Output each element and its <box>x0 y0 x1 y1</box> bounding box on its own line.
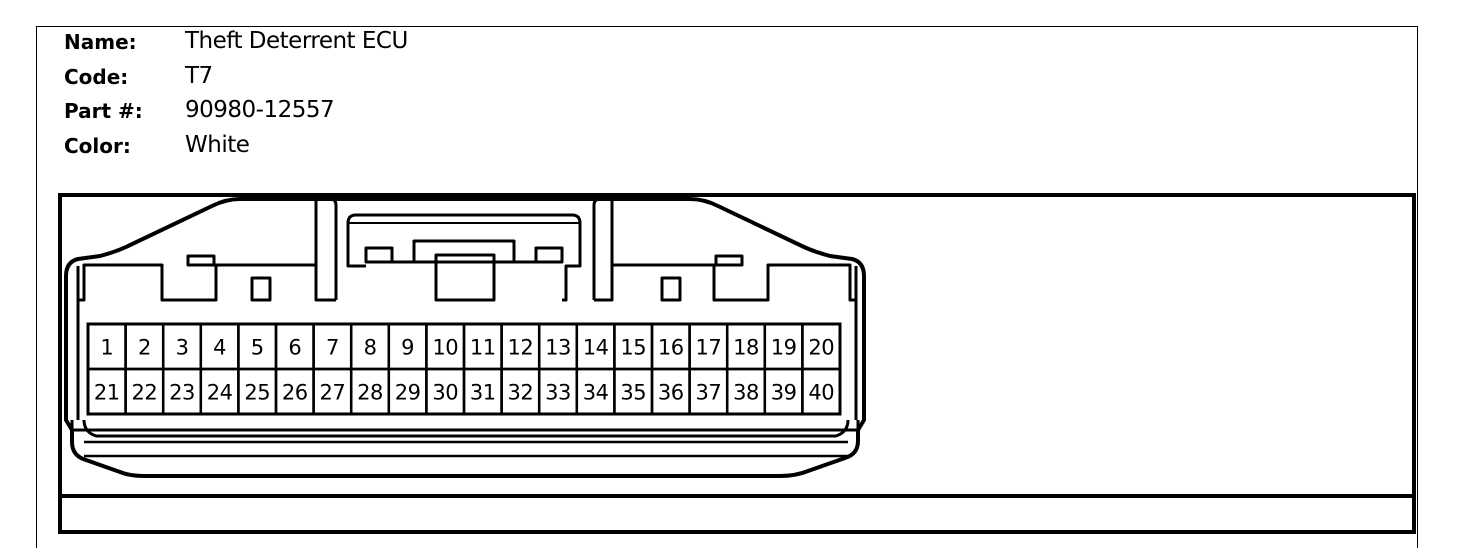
code-label: Code: <box>64 65 129 89</box>
pin-number: 29 <box>395 381 421 405</box>
pin-number: 30 <box>432 381 458 405</box>
diagram-box <box>58 193 1416 534</box>
part-value: 90980-12557 <box>185 97 335 123</box>
pin-number: 31 <box>470 381 496 405</box>
pin-number: 22 <box>132 381 158 405</box>
pin-number: 4 <box>213 336 226 360</box>
pin-number: 19 <box>771 336 797 360</box>
pin-number: 2 <box>138 336 151 360</box>
pin-number: 16 <box>658 336 684 360</box>
pin-number: 6 <box>288 336 301 360</box>
outer-frame <box>36 26 1418 548</box>
pin-number: 28 <box>357 381 383 405</box>
pin-number: 3 <box>176 336 189 360</box>
pin-number: 32 <box>508 381 534 405</box>
pin-number: 8 <box>364 336 377 360</box>
pin-number: 35 <box>620 381 646 405</box>
pin-number: 7 <box>326 336 339 360</box>
pin-number: 36 <box>658 381 684 405</box>
pin-number: 13 <box>545 336 571 360</box>
pin-number: 27 <box>320 381 346 405</box>
pin-number: 23 <box>169 381 195 405</box>
pin-number: 11 <box>470 336 496 360</box>
pin-number: 9 <box>401 336 414 360</box>
pin-number: 21 <box>94 381 120 405</box>
pin-number: 12 <box>508 336 534 360</box>
pin-number: 14 <box>583 336 609 360</box>
pin-number: 1 <box>100 336 113 360</box>
name-label: Name: <box>64 30 137 54</box>
pin-number: 10 <box>432 336 458 360</box>
pin-number: 38 <box>733 381 759 405</box>
connector-housing <box>64 197 866 478</box>
pin-cell <box>801 367 842 416</box>
pin-number: 5 <box>251 336 264 360</box>
part-label: Part #: <box>64 99 143 123</box>
color-value: White <box>185 132 250 158</box>
color-label: Color: <box>64 134 131 158</box>
pin-number: 33 <box>545 381 571 405</box>
pin-number: 25 <box>244 381 270 405</box>
pin-number: 18 <box>733 336 759 360</box>
pin-number: 24 <box>207 381 233 405</box>
pin-number: 37 <box>696 381 722 405</box>
name-value: Theft Deterrent ECU <box>185 28 408 54</box>
code-value: T7 <box>185 63 213 89</box>
pin-number: 40 <box>808 381 834 405</box>
pin-number: 15 <box>620 336 646 360</box>
pin-number: 34 <box>583 381 609 405</box>
pin-number: 20 <box>808 336 834 360</box>
pin-number: 39 <box>771 381 797 405</box>
pin-number: 26 <box>282 381 308 405</box>
pin-number: 17 <box>696 336 722 360</box>
